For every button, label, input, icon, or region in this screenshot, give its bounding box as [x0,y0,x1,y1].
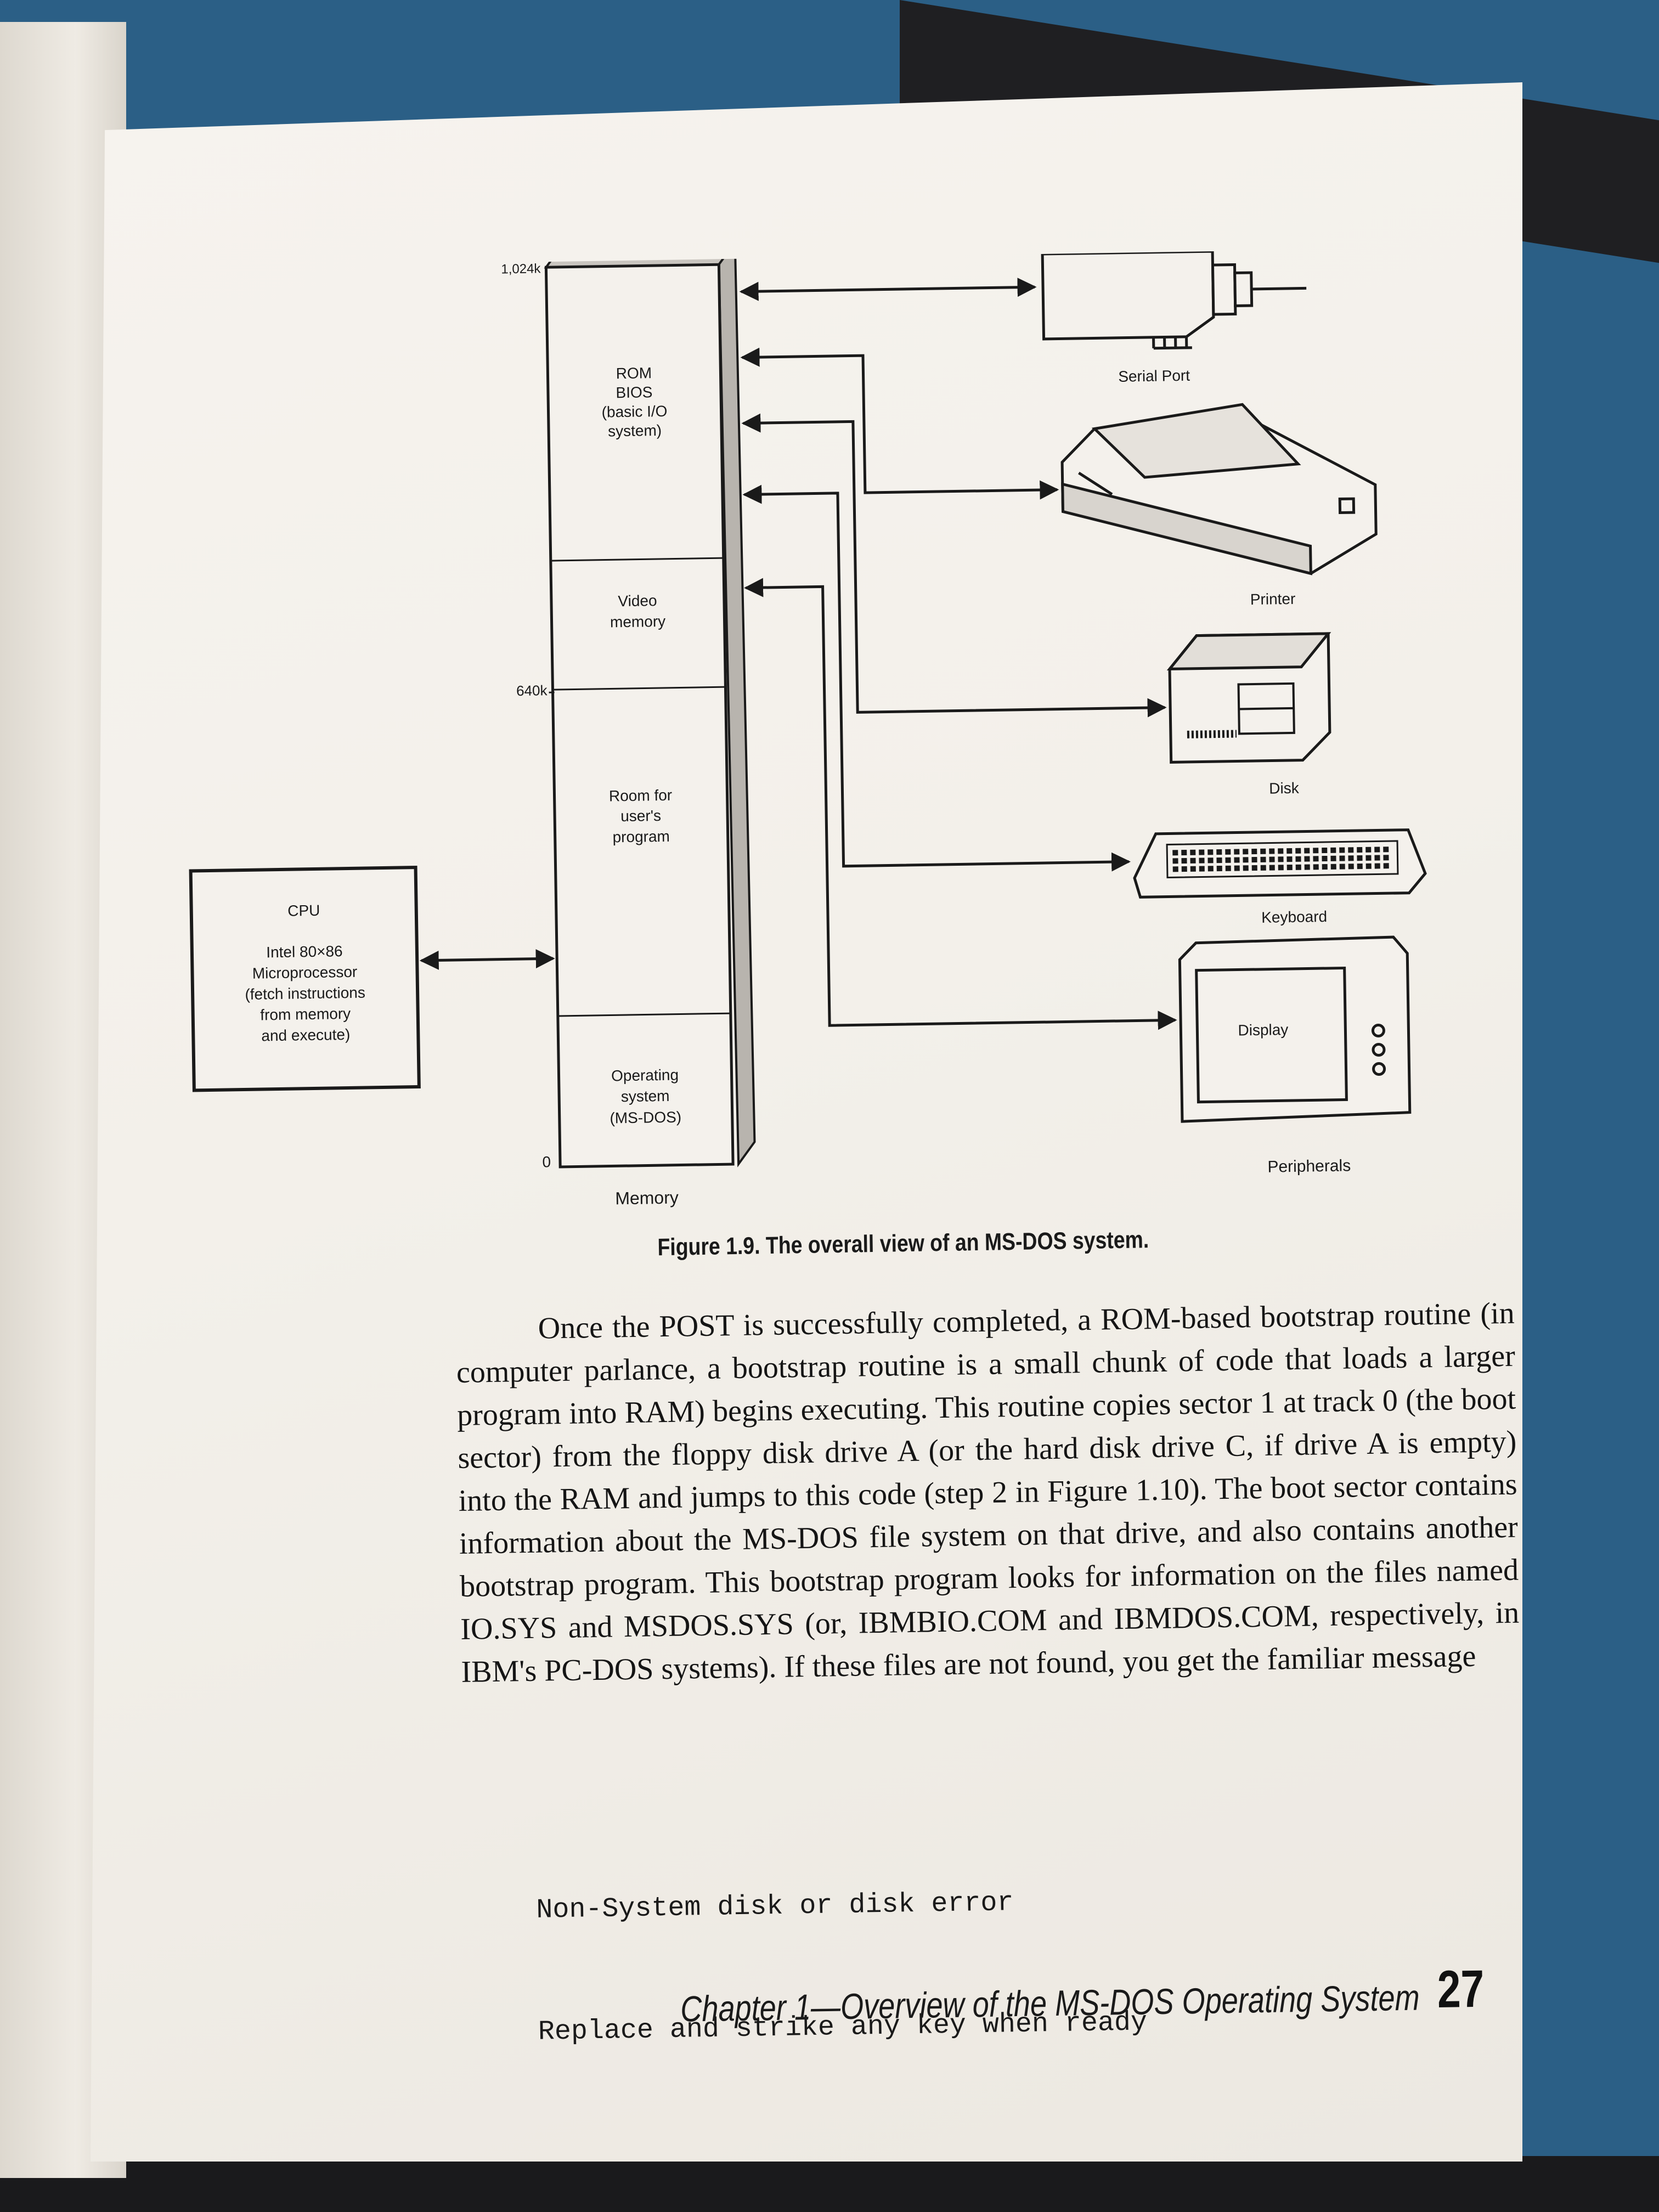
address-top-label: 1,024k [501,261,541,276]
printer-icon [1060,403,1378,575]
user-program-label-line: program [612,828,670,846]
peripherals-group-label: Peripherals [1267,1156,1351,1176]
disk-drive-icon [1166,632,1331,764]
keyboard-icon [1133,828,1427,899]
serial-port-arrow [739,278,1037,301]
display-monitor-icon [1178,935,1412,1123]
cpu-memory-bus-arrow [419,949,555,970]
address-640k-label: 640k [516,682,548,699]
ms-dos-system-diagram: 1,024k 640k 0 ROM BIOS (basic I/O system… [189,246,1427,1209]
video-label-line: Video [618,592,657,610]
keyboard-label: Keyboard [1261,908,1327,926]
user-program-label-line: Room for [609,787,673,805]
cpu-label-line: Microprocessor [252,963,358,982]
serial-port-label: Serial Port [1118,367,1190,385]
region-divider [557,1012,731,1017]
disk-label: Disk [1269,780,1300,797]
rom-label-line: system) [608,422,662,440]
book-page: 1,024k 640k 0 ROM BIOS (basic I/O system… [91,82,1522,2162]
desk-edge [0,2156,1659,2212]
os-label-line: system [621,1087,670,1105]
page-number: 27 [1437,1959,1485,2019]
keyboard-arrow [742,484,1131,872]
user-program-label-line: user's [620,807,661,825]
rom-label-line: (basic I/O [601,403,667,421]
peripheral-connectors [739,278,1177,1030]
cpu-box: CPU Intel 80×86 Microprocessor (fetch in… [189,866,421,1092]
region-divider [552,686,726,691]
code-block: Non-System disk or disk error Replace an… [535,1795,1472,2134]
memory-label: Memory [615,1188,679,1209]
cpu-label-line: Intel 80×86 [266,943,343,961]
body-text: Once the POST is successfully completed,… [455,1292,1520,1694]
cpu-label-line: and execute) [261,1026,350,1045]
printer-label: Printer [1250,590,1296,608]
cpu-label-line: from memory [260,1005,351,1024]
os-label-line: (MS-DOS) [610,1109,681,1127]
code-line: Non-System disk or disk error [535,1887,1014,1926]
serial-port-icon [1041,250,1307,350]
address-zero-label: 0 [542,1153,551,1170]
body-paragraph: Once the POST is successfully completed,… [456,1296,1520,1689]
rom-label-line: BIOS [616,383,652,401]
region-divider [550,557,724,562]
cpu-label-line: (fetch instructions [245,984,365,1003]
os-label-line: Operating [611,1066,679,1085]
cpu-label-line: CPU [287,902,320,919]
display-arrow [744,578,1177,1030]
rom-label-line: ROM [616,364,652,382]
display-label: Display [1238,1021,1288,1039]
video-label-line: memory [610,613,666,631]
